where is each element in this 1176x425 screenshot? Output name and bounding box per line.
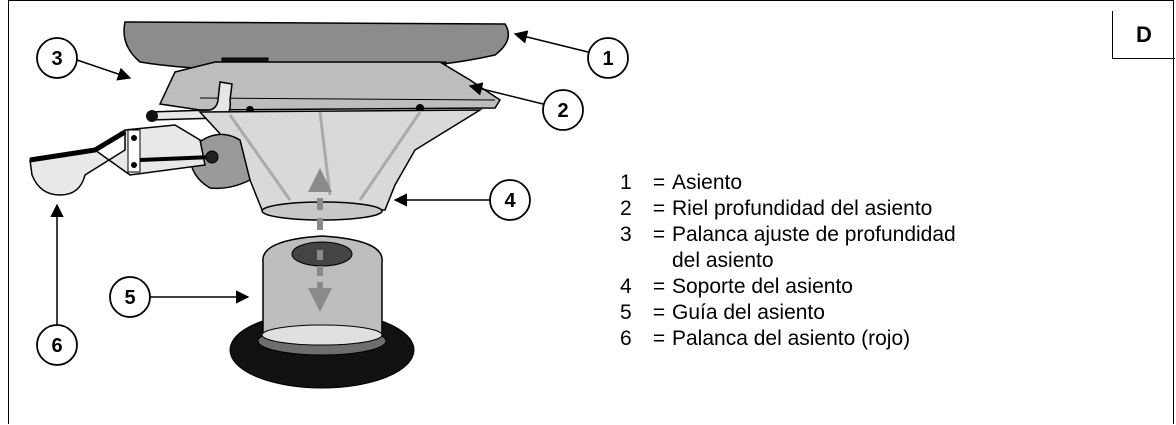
callout-3: 3 [36,37,78,79]
callout-1: 1 [587,37,629,79]
legend-number: 6 [620,327,632,350]
legend-equals: = [652,327,666,350]
svg-text:3: 3 [51,48,62,70]
legend-text: Palanca ajuste de profundidad del asient… [672,223,956,272]
seat-lever [29,124,206,196]
legend-number: 4 [620,275,632,298]
legend-number: 1 [620,171,632,194]
diagram-frame [8,0,1174,424]
legend-number: 3 [620,223,632,246]
svg-text:1: 1 [602,48,613,70]
callout-2: 2 [542,89,584,131]
svg-text:6: 6 [51,335,62,357]
seat-support-side [189,133,251,190]
legend-item: 5 = Guía del asiento [620,300,1032,326]
legend-item: 6 = Palanca del asiento (rojo) [620,326,1032,352]
legend-number: 5 [620,301,632,324]
callout-4: 4 [489,179,531,221]
svg-text:2: 2 [557,100,568,122]
legend-text: Asiento [672,171,743,194]
leader-2 [468,82,544,105]
legend-equals: = [652,223,666,246]
legend-equals: = [652,171,666,194]
leader-1 [513,30,589,53]
leader-3 [76,59,132,81]
callout-6: 6 [36,324,78,366]
legend-item: 2 = Riel profundidad del asiento [620,196,1032,222]
parts-legend: 1 = Asiento 2 = Riel profundidad del asi… [620,170,1032,352]
legend-text: Riel profundidad del asiento [672,197,933,220]
legend-text: Guía del asiento [672,301,825,324]
legend-text: Soporte del asiento [672,275,853,298]
legend-equals: = [652,301,666,324]
legend-equals: = [652,197,666,220]
legend-text: Palanca del asiento (rojo) [672,327,911,350]
seat-depth-rail-plate [158,61,502,111]
section-label: D [1112,11,1175,59]
callout-5: 5 [109,276,151,318]
legend-item: 3 = Palanca ajuste de profundidad del as… [620,222,1032,274]
svg-text:4: 4 [504,190,516,212]
legend-number: 2 [620,197,632,220]
svg-text:5: 5 [124,287,135,309]
legend-item: 4 = Soporte del asiento [620,274,1032,300]
legend-equals: = [652,275,666,298]
legend-item: 1 = Asiento [620,170,1032,196]
